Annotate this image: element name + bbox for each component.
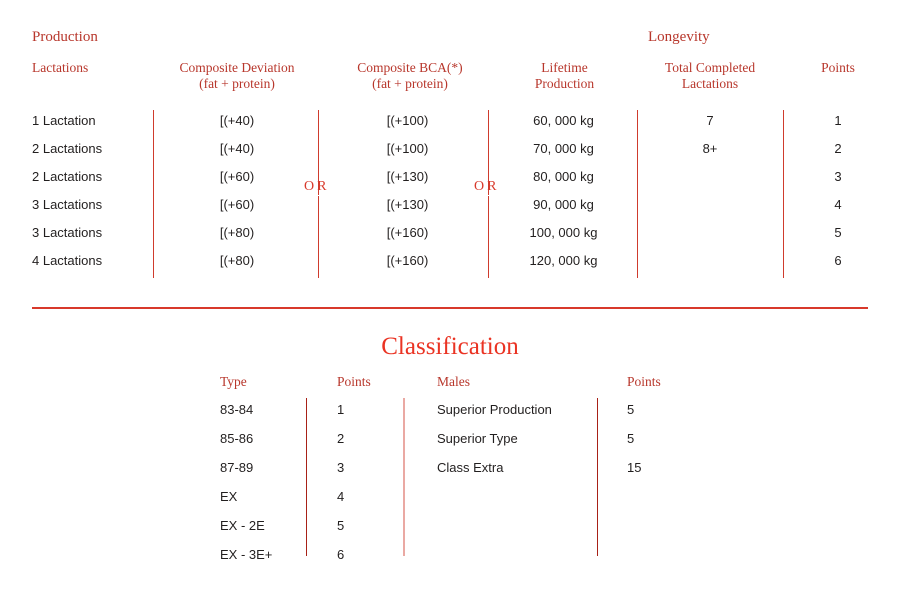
column-header-composite-bca-line2: (fat + protein) bbox=[372, 75, 448, 91]
cell-lactations: 2 Lactations bbox=[32, 141, 103, 156]
cell-type-points: 5 bbox=[337, 518, 345, 533]
cell-lifetime-production: 80, 000 kg bbox=[533, 169, 594, 184]
column-header-lifetime-production-line1: Lifetime bbox=[541, 60, 588, 75]
classification-column-header-type: Type bbox=[220, 374, 247, 389]
production-divider-3-overlay bbox=[488, 178, 489, 195]
production-divider-5 bbox=[783, 110, 784, 278]
cell-lactations: 1 Lactation bbox=[32, 113, 96, 128]
cell-points: 2 bbox=[834, 141, 842, 156]
cell-males-label: Superior Production bbox=[437, 402, 552, 417]
or-separator-1-right: R bbox=[317, 179, 327, 194]
cell-type: EX - 3E+ bbox=[220, 547, 273, 562]
cell-lactations: 3 Lactations bbox=[32, 225, 103, 240]
production-divider-1 bbox=[153, 110, 154, 278]
column-header-composite-deviation-line2: (fat + protein) bbox=[199, 75, 275, 91]
cell-type: EX - 2E bbox=[220, 518, 265, 533]
cell-type-points: 1 bbox=[337, 402, 345, 417]
cell-type-points: 2 bbox=[337, 431, 345, 446]
cell-lifetime-production: 100, 000 kg bbox=[529, 225, 598, 240]
cell-lifetime-production: 60, 000 kg bbox=[533, 113, 594, 128]
production-divider-2-overlay bbox=[318, 178, 319, 195]
cell-composite-bca: [(+130) bbox=[386, 169, 429, 184]
cell-lactations: 4 Lactations bbox=[32, 253, 103, 268]
cell-composite-bca: [(+160) bbox=[386, 225, 429, 240]
column-header-lifetime-production: Lifetime Production bbox=[492, 60, 637, 91]
column-header-total-completed-lactations: Total Completed Lactations bbox=[637, 60, 783, 91]
classification-column-header-males: Males bbox=[437, 374, 470, 389]
classification-column-header-males-points: Points bbox=[627, 374, 661, 389]
column-header-lifetime-production-line2: Production bbox=[534, 75, 595, 91]
cell-lactations: 3 Lactations bbox=[32, 197, 103, 212]
or-separator-2-left: O bbox=[474, 179, 485, 194]
cell-lactations: 2 Lactations bbox=[32, 169, 103, 184]
column-header-composite-bca: Composite BCA(*) (fat + protein) bbox=[330, 60, 490, 91]
production-group-label: Production bbox=[32, 29, 98, 45]
cell-composite-deviation: [(+60) bbox=[219, 197, 255, 212]
cell-total-completed-lactations: 8+ bbox=[702, 141, 718, 156]
cell-composite-bca: [(+100) bbox=[386, 113, 429, 128]
cell-males-points: 15 bbox=[627, 460, 642, 475]
cell-composite-bca: [(+160) bbox=[386, 253, 429, 268]
column-header-composite-bca-line1: Composite BCA(*) bbox=[357, 60, 463, 75]
classification-column-header-type-points: Points bbox=[337, 374, 371, 389]
cell-composite-deviation: [(+40) bbox=[219, 141, 255, 156]
cell-composite-deviation: [(+40) bbox=[219, 113, 255, 128]
cell-males-points: 5 bbox=[627, 431, 635, 446]
cell-type-points: 6 bbox=[337, 547, 345, 562]
cell-lifetime-production: 90, 000 kg bbox=[533, 197, 594, 212]
cell-points: 6 bbox=[834, 253, 842, 268]
cell-total-completed-lactations: 7 bbox=[706, 113, 714, 128]
cell-composite-bca: [(+100) bbox=[386, 141, 429, 156]
cell-points: 3 bbox=[834, 169, 842, 184]
cell-males-label: Class Extra bbox=[437, 460, 504, 475]
column-header-total-completed-lactations-line2: Lactations bbox=[681, 75, 739, 91]
classification-divider-2 bbox=[403, 398, 405, 556]
cell-points: 4 bbox=[834, 197, 842, 212]
cell-type: 83-84 bbox=[220, 402, 254, 417]
cell-lifetime-production: 70, 000 kg bbox=[533, 141, 594, 156]
cell-points: 1 bbox=[834, 113, 842, 128]
cell-type-points: 3 bbox=[337, 460, 345, 475]
or-separator-2-right: R bbox=[487, 179, 497, 194]
cell-males-points: 5 bbox=[627, 402, 635, 417]
cell-type-points: 4 bbox=[337, 489, 345, 504]
column-header-composite-deviation: Composite Deviation (fat + protein) bbox=[157, 60, 317, 91]
column-header-points: Points bbox=[783, 60, 893, 76]
section-separator-rule bbox=[32, 307, 868, 309]
column-header-lactations: Lactations bbox=[32, 60, 89, 75]
cell-males-label: Superior Type bbox=[437, 431, 518, 446]
cell-composite-bca: [(+130) bbox=[386, 197, 429, 212]
cell-composite-deviation: [(+60) bbox=[219, 169, 255, 184]
cell-composite-deviation: [(+80) bbox=[219, 253, 255, 268]
cell-lifetime-production: 120, 000 kg bbox=[529, 253, 598, 268]
cell-composite-deviation: [(+80) bbox=[219, 225, 255, 240]
or-separator-1-left: O bbox=[304, 179, 315, 194]
longevity-group-label: Longevity bbox=[648, 29, 710, 45]
cell-type: 87-89 bbox=[220, 460, 254, 475]
production-divider-4 bbox=[637, 110, 638, 278]
classification-title: Classification bbox=[381, 333, 519, 360]
column-header-total-completed-lactations-line1: Total Completed bbox=[664, 60, 756, 75]
classification-divider-1 bbox=[306, 398, 307, 556]
cell-points: 5 bbox=[834, 225, 842, 240]
cell-type: EX bbox=[220, 489, 238, 504]
column-header-points-label: Points bbox=[821, 60, 855, 75]
classification-divider-3 bbox=[597, 398, 598, 556]
cell-type: 85-86 bbox=[220, 431, 254, 446]
column-header-composite-deviation-line1: Composite Deviation bbox=[179, 60, 295, 75]
production-section: Production Longevity Lactations Composit… bbox=[32, 29, 893, 278]
